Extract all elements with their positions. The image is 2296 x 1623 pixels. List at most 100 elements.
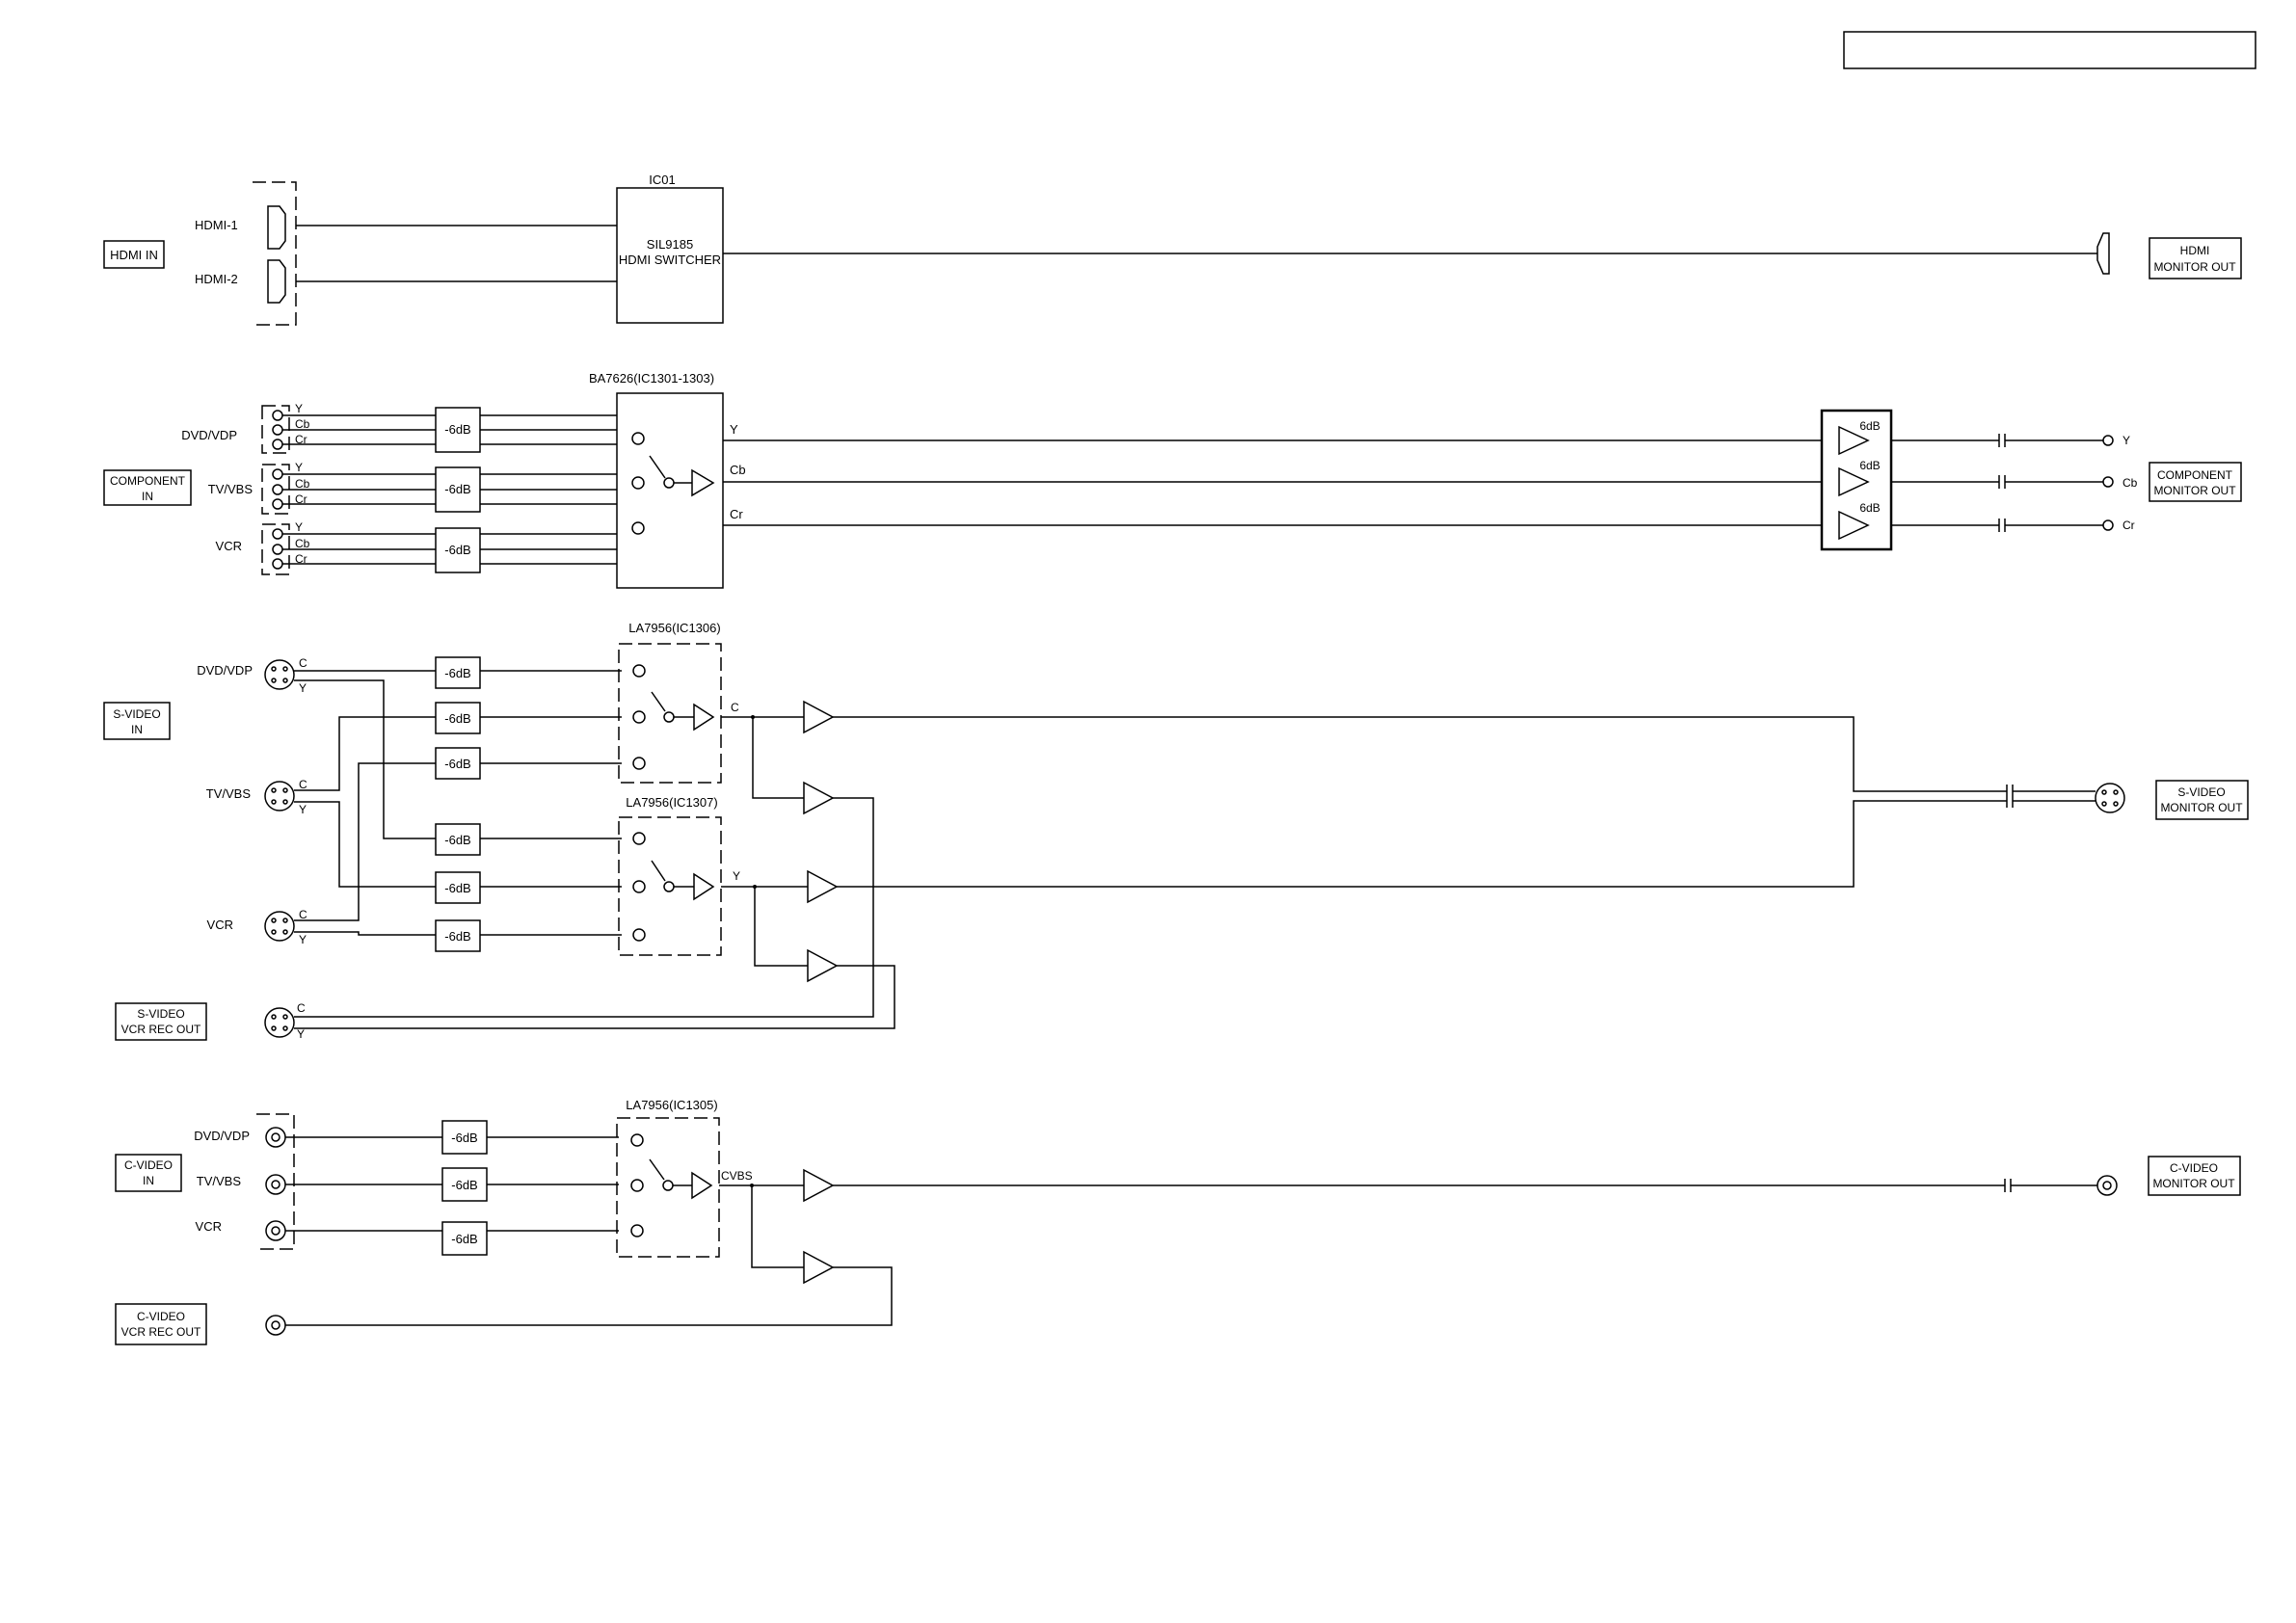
svideo-out-label-box bbox=[2155, 780, 2249, 820]
attenuator-block bbox=[435, 466, 481, 513]
svg-text:C: C bbox=[299, 778, 307, 791]
component-switch-ic bbox=[616, 392, 724, 589]
svg-text:CVBS: CVBS bbox=[721, 1169, 753, 1183]
svg-text:C-VIDEO: C-VIDEO bbox=[2170, 1161, 2218, 1175]
component-switch-contact-1 bbox=[631, 432, 645, 445]
svideo-ic-y-ref: LA7956(IC1307) bbox=[626, 795, 717, 810]
svg-text:-6dB: -6dB bbox=[444, 929, 470, 944]
svg-text:VCR REC OUT: VCR REC OUT bbox=[121, 1325, 201, 1339]
amp-triangle bbox=[1838, 425, 1870, 456]
svg-text:IN: IN bbox=[143, 1174, 154, 1187]
svg-text:S-VIDEO: S-VIDEO bbox=[113, 707, 160, 721]
hdmi-switcher-ic bbox=[616, 187, 724, 324]
cvideo-out-label-box bbox=[2148, 1156, 2241, 1196]
hdmi-input-1-label: HDMI-1 bbox=[195, 218, 238, 232]
hdmi-connector-frame bbox=[253, 181, 297, 326]
hdmi-in-label: HDMI IN bbox=[110, 248, 158, 262]
component-output-amp-block bbox=[1820, 409, 1893, 551]
rca-jack-icon bbox=[2096, 1175, 2118, 1196]
attenuator-block bbox=[435, 656, 481, 689]
svg-text:Cb: Cb bbox=[2122, 476, 2138, 490]
svideo-rec-label-box bbox=[115, 1002, 207, 1041]
jack-icon bbox=[2102, 476, 2114, 488]
svideo-switch-ic-y bbox=[618, 816, 722, 956]
svg-text:Y: Y bbox=[295, 402, 303, 415]
component-source-vcr: VCR Y Cb Cr -6dB bbox=[216, 520, 617, 575]
component-out-cr-label: Cr bbox=[730, 507, 743, 521]
svg-text:COMPONENT: COMPONENT bbox=[2157, 468, 2233, 482]
amp-triangle bbox=[803, 1250, 835, 1285]
svg-text:C: C bbox=[297, 1001, 306, 1015]
svg-text:Cr: Cr bbox=[2122, 519, 2135, 532]
svideo-vcr-jack-icon bbox=[264, 911, 295, 942]
svideo-source-vcr-label: VCR bbox=[207, 918, 233, 932]
ic-buffer-triangle bbox=[693, 703, 715, 732]
cvideo-section: C-VIDEO IN DVD/VDP TV/VBS VCR -6dB -6dB … bbox=[115, 1098, 2241, 1345]
attenuator-block bbox=[441, 1120, 488, 1155]
component-switch-contact-3 bbox=[631, 521, 645, 535]
cvideo-source-tv-label: TV/VBS bbox=[197, 1174, 242, 1188]
hdmi-ic-line2: HDMI SWITCHER bbox=[619, 253, 721, 267]
svg-text:Y: Y bbox=[2122, 434, 2130, 447]
svg-text:-6dB: -6dB bbox=[444, 422, 470, 437]
jack-icon bbox=[272, 468, 283, 480]
jack-icon bbox=[272, 558, 283, 570]
svg-text:-6dB: -6dB bbox=[444, 833, 470, 847]
amp-triangle bbox=[803, 700, 835, 734]
svg-text:-6dB: -6dB bbox=[444, 881, 470, 895]
svg-text:C-VIDEO: C-VIDEO bbox=[137, 1310, 185, 1323]
component-in-line2: IN bbox=[142, 490, 153, 503]
svg-text:-6dB: -6dB bbox=[444, 482, 470, 496]
svg-text:-6dB: -6dB bbox=[451, 1232, 477, 1246]
svideo-section: S-VIDEO IN DVD/VDP C Y TV/VBS C Y VCR C … bbox=[103, 621, 2249, 1041]
svg-text:Y: Y bbox=[299, 803, 307, 816]
hdmi-input-2-label: HDMI-2 bbox=[195, 272, 238, 286]
svg-text:-6dB: -6dB bbox=[451, 1131, 477, 1145]
svg-text:Cr: Cr bbox=[295, 552, 307, 566]
amp-triangle bbox=[807, 869, 839, 904]
svideo-out-jack-icon bbox=[2095, 783, 2125, 813]
svg-text:-6dB: -6dB bbox=[451, 1178, 477, 1192]
amp-triangle bbox=[807, 948, 839, 983]
component-out-y-label: Y bbox=[730, 422, 738, 437]
svg-text:IN: IN bbox=[131, 723, 143, 736]
rca-jack-icon bbox=[265, 1127, 286, 1148]
svideo-ic-c-ref: LA7956(IC1306) bbox=[628, 621, 720, 635]
component-out-label-box bbox=[2149, 462, 2242, 502]
svg-text:Cb: Cb bbox=[295, 537, 310, 550]
attenuator-block bbox=[435, 871, 481, 904]
svg-text:MONITOR OUT: MONITOR OUT bbox=[2153, 484, 2236, 497]
svideo-rec-jack-icon bbox=[264, 1007, 295, 1038]
svideo-in-label-box bbox=[103, 702, 171, 740]
svg-text:Y: Y bbox=[299, 933, 307, 946]
hdmi-ic-ref: IC01 bbox=[649, 173, 675, 187]
svg-text:Y: Y bbox=[295, 461, 303, 474]
jack-icon bbox=[2102, 519, 2114, 531]
rca-jack-icon bbox=[265, 1174, 286, 1195]
svg-text:C: C bbox=[731, 701, 739, 714]
svg-text:C: C bbox=[299, 656, 307, 670]
hdmi-section: HDMI IN HDMI-1 HDMI-2 IC01 SIL9185 HDMI … bbox=[103, 173, 2242, 326]
component-in-label-box bbox=[103, 469, 192, 506]
jack-icon bbox=[272, 424, 283, 436]
jack-icon bbox=[272, 484, 283, 495]
amp-triangle bbox=[1838, 510, 1870, 541]
svg-text:-6dB: -6dB bbox=[444, 666, 470, 680]
jack-icon bbox=[272, 544, 283, 555]
hdmi-1-connector-icon bbox=[267, 205, 286, 250]
svg-text:VCR REC OUT: VCR REC OUT bbox=[121, 1023, 201, 1036]
jack-icon bbox=[272, 410, 283, 421]
attenuator-block bbox=[435, 919, 481, 952]
title-block bbox=[1843, 31, 2256, 69]
attenuator-block bbox=[435, 747, 481, 780]
svideo-source-dvd-label: DVD/VDP bbox=[197, 663, 253, 678]
svideo-source-tv-label: TV/VBS bbox=[206, 786, 252, 801]
attenuator-block bbox=[435, 527, 481, 573]
svg-text:Y: Y bbox=[297, 1027, 305, 1041]
svg-text:6dB: 6dB bbox=[1859, 459, 1880, 472]
svideo-dvd-jack-icon bbox=[264, 659, 295, 690]
attenuator-block bbox=[441, 1167, 488, 1202]
component-section: COMPONENT IN BA7626(IC1301-1303) DVD/VDP… bbox=[103, 371, 2242, 589]
svg-text:-6dB: -6dB bbox=[444, 543, 470, 557]
